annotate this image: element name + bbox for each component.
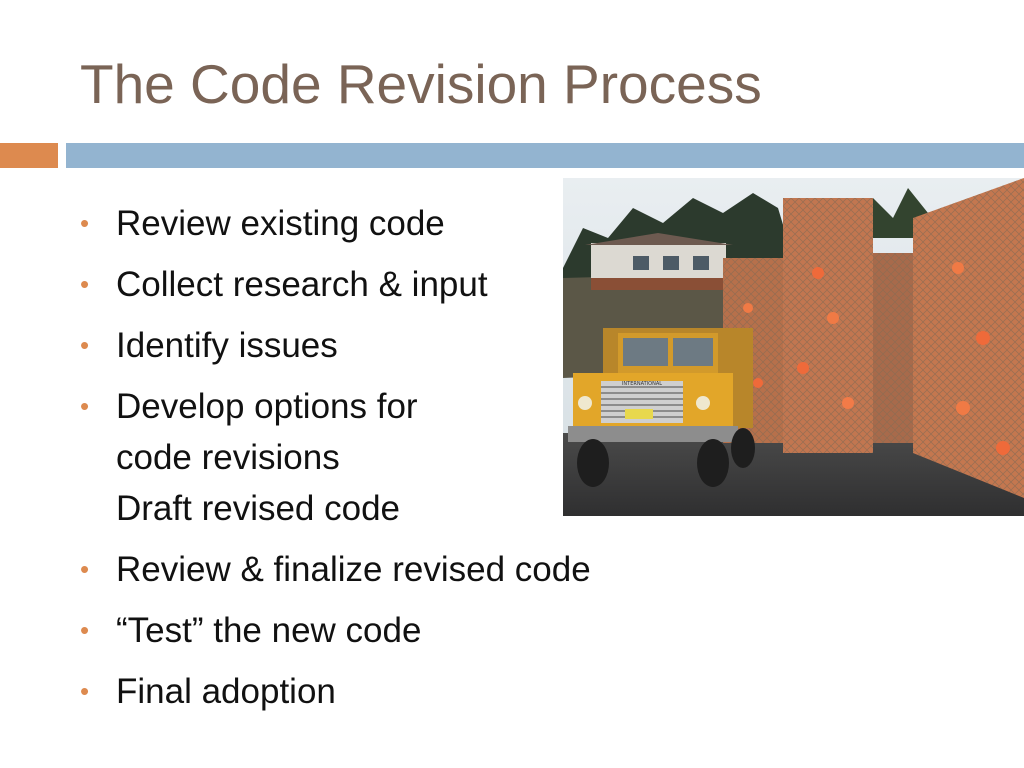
- yellow-truck: INTERNATIONAL: [568, 328, 755, 487]
- bullet-marker: •: [80, 615, 90, 645]
- bullet-marker: •: [80, 676, 90, 706]
- bullet-text: Final adoption: [116, 672, 336, 711]
- accent-bar-orange: [0, 143, 58, 168]
- bullet-item: • Develop options for code revisions Dra…: [80, 381, 680, 534]
- bullet-text: code revisions: [116, 438, 340, 477]
- bullet-item: • Review & finalize revised code: [80, 544, 680, 595]
- accent-bar-blue: [66, 143, 1024, 168]
- bullet-marker: •: [80, 330, 90, 360]
- bullet-text: Review & finalize revised code: [116, 550, 591, 589]
- truck-badge: INTERNATIONAL: [622, 381, 662, 387]
- bullet-text: Identify issues: [116, 326, 338, 365]
- bullet-item: • Identify issues: [80, 320, 680, 371]
- bullet-marker: •: [80, 554, 90, 584]
- bullet-marker: •: [80, 208, 90, 238]
- bullet-item: • Review existing code: [80, 198, 680, 249]
- bullet-text: Collect research & input: [116, 265, 488, 304]
- photo-truck-crab-pots: INTERNATIONAL: [563, 178, 1024, 516]
- bullet-item: • “Test” the new code: [80, 605, 680, 656]
- bullet-text: Develop options for: [116, 387, 418, 426]
- slide-title: The Code Revision Process: [80, 53, 762, 115]
- bullet-text: Draft revised code: [116, 489, 401, 528]
- bullet-text: Review existing code: [116, 204, 445, 243]
- bullet-item: • Collect research & input: [80, 259, 680, 310]
- bullet-list: • Review existing code • Collect researc…: [80, 198, 680, 727]
- bullet-marker: •: [80, 391, 90, 421]
- bullet-text: “Test” the new code: [116, 611, 422, 650]
- bullet-item: • Final adoption: [80, 666, 680, 717]
- bullet-marker: •: [80, 269, 90, 299]
